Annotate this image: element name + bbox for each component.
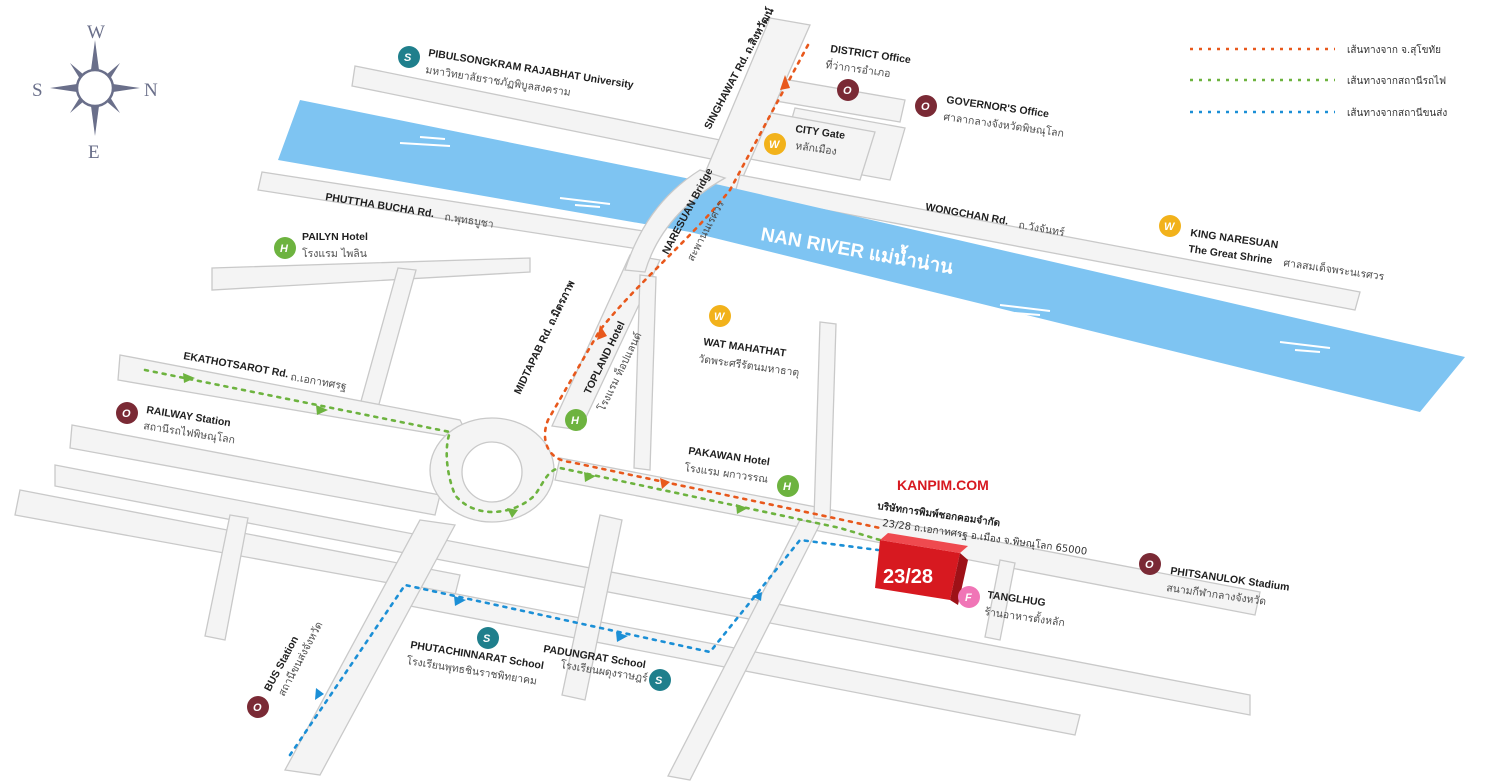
place-governor-office[interactable]: O GOVERNOR'S Office ศาลากลางจังหวัดพิษณุ… <box>915 94 1065 140</box>
road-wongchan <box>734 174 1361 311</box>
legend-item-bus: เส้นทางจากสถานีขนส่ง <box>1190 107 1447 119</box>
place-pailyn-hotel[interactable]: H PAILYN Hotel โรงแรม ไพลิน <box>274 231 368 260</box>
arrow-blue-2 <box>454 596 466 606</box>
road-connector-3 <box>984 559 1016 641</box>
place-label-en: PAILYN Hotel <box>302 231 368 243</box>
arrow-green-4 <box>584 472 596 482</box>
hotel-icon: H <box>280 243 289 255</box>
compass-n: N <box>144 80 158 101</box>
arrow-blue-3 <box>616 632 628 642</box>
arrow-orange-2 <box>597 325 607 340</box>
route-orange <box>543 43 882 530</box>
arrow-green-1 <box>183 373 195 383</box>
road-padungrat <box>667 519 821 781</box>
office-icon: O <box>122 408 131 420</box>
arrow-blue-1 <box>315 688 324 700</box>
school-icon: S <box>404 52 412 64</box>
office-icon: O <box>253 702 262 714</box>
compass-w: W <box>87 22 105 43</box>
place-district-office[interactable]: DISTRICT Office ที่ว่าการอำเภอ O <box>825 43 912 101</box>
place-wat-mahathat[interactable]: W WAT MAHATHAT วัดพระศรีรัตนมหาธาตุ <box>698 305 801 379</box>
compass-rose: W S N E <box>32 22 158 163</box>
worship-icon: W <box>1164 221 1176 233</box>
place-bus-station[interactable]: O BUS Station สถานีขนส่งจังหวัด <box>247 619 325 718</box>
legend-label-1: เส้นทางจากสถานีรถไฟ <box>1347 75 1446 87</box>
road-vertical-mid2 <box>633 274 657 471</box>
hotel-icon: H <box>571 415 580 427</box>
roundabout <box>429 417 555 523</box>
legend: เส้นทางจาก จ.สุโขทัย เส้นทางจากสถานีรถไฟ… <box>1190 43 1447 119</box>
place-label-th: โรงแรม ไพลิน <box>302 247 367 260</box>
office-icon: O <box>921 101 930 113</box>
arrow-orange-3 <box>660 478 670 489</box>
road-connector-2 <box>204 514 249 641</box>
place-phutachinnarat-school[interactable]: S PHUTACHINNARAT School โรงเรียนพุทธชินร… <box>406 627 545 688</box>
naresuan-bridge <box>624 169 727 273</box>
route-green <box>143 368 882 542</box>
river-ripples <box>399 136 1331 353</box>
road-connector-1 <box>561 514 623 701</box>
arrow-green-2 <box>316 405 328 415</box>
building-number: 23/28 <box>883 566 933 588</box>
legend-item-sukhothai: เส้นทางจาก จ.สุโขทัย <box>1190 43 1441 56</box>
place-city-gate[interactable]: W CITY Gate หลักเมือง <box>764 123 846 158</box>
road-pailyn <box>211 257 531 291</box>
roads-layer <box>14 17 1361 781</box>
place-tanglhug[interactable]: F TANGLHUG ร้านอาหารตั้งหลัก <box>958 586 1066 629</box>
compass-e: E <box>88 142 100 163</box>
kanpim-building[interactable]: 23/28 <box>875 533 968 605</box>
road-vertical-mid <box>813 321 837 521</box>
place-label-th: หลักเมือง <box>795 139 838 158</box>
school-icon: S <box>655 675 663 687</box>
worship-icon: W <box>714 311 726 323</box>
legend-label-2: เส้นทางจากสถานีขนส่ง <box>1347 107 1447 119</box>
worship-icon: W <box>769 139 781 151</box>
arrow-blue-4 <box>752 592 762 601</box>
road-vertical-left <box>357 267 417 416</box>
arrow-green-5 <box>736 504 748 514</box>
compass-s: S <box>32 80 43 101</box>
office-icon: O <box>843 85 852 97</box>
route-blue <box>288 538 880 757</box>
place-label-th: ศาลสมเด็จพระนเรศวร <box>1283 255 1386 283</box>
kanpim-brand[interactable]: KANPIM.COM <box>897 477 989 493</box>
hotel-icon: H <box>783 481 792 493</box>
food-icon: F <box>965 592 972 604</box>
legend-label-0: เส้นทางจาก จ.สุโขทัย <box>1347 43 1441 56</box>
nan-river <box>278 100 1465 412</box>
legend-item-railway: เส้นทางจากสถานีรถไฟ <box>1190 75 1446 87</box>
label-midtapab: MIDTAPAB Rd. ถ.มิตรภาพ <box>512 279 578 397</box>
rail-band <box>54 464 1251 716</box>
road-bus <box>283 519 457 776</box>
school-icon: S <box>483 633 491 645</box>
arrow-green-3 <box>507 508 518 518</box>
road-railway <box>69 424 441 516</box>
office-icon: O <box>1145 559 1154 571</box>
arrow-orange-1 <box>780 75 790 90</box>
